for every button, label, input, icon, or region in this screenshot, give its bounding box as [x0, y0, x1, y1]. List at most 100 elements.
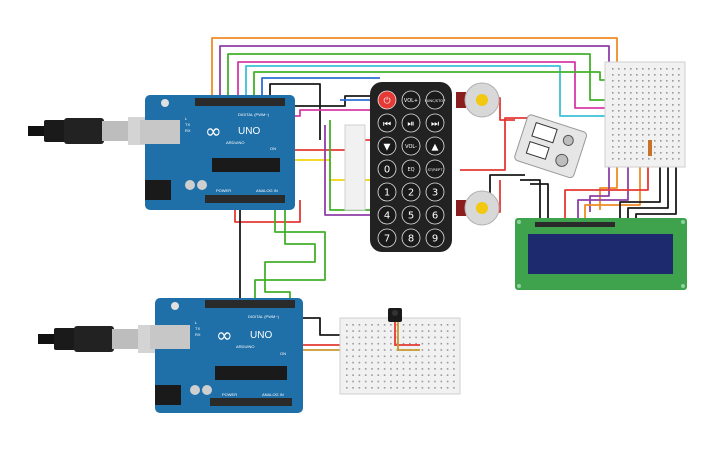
remote-button-face[interactable]	[377, 113, 397, 133]
remote-button-0[interactable]: ⏻	[377, 90, 397, 110]
breadboard-hole	[453, 355, 455, 358]
remote-button-face[interactable]	[401, 113, 421, 133]
remote-button-face[interactable]	[377, 159, 397, 179]
arduino-uno-top: ∞ UNO ARDUINO DIGITAL (PWM~) POWER ANALO…	[140, 95, 295, 210]
breadboard-hole	[624, 116, 626, 118]
remote-button-5[interactable]: ⏭	[425, 113, 445, 133]
remote-button-19[interactable]: 8	[401, 228, 421, 248]
breadboard-hole	[358, 336, 361, 339]
breadboard-hole	[402, 342, 405, 345]
breadboard-hole	[624, 104, 626, 106]
lcd-header	[535, 222, 615, 227]
remote-button-17[interactable]: 6	[425, 205, 445, 225]
remote-button-15[interactable]: 4	[377, 205, 397, 225]
remote-button-face[interactable]	[401, 205, 421, 225]
breadboard-hole	[612, 146, 614, 148]
breadboard-hole	[666, 98, 668, 100]
breadboard-hole	[630, 110, 632, 112]
remote-button-20[interactable]: 9	[425, 228, 445, 248]
remote-button-13[interactable]: 2	[401, 182, 421, 202]
remote-button-face[interactable]	[401, 159, 421, 179]
breadboard-hole	[624, 74, 626, 76]
breadboard-hole	[612, 134, 614, 136]
remote-button-face[interactable]	[377, 90, 397, 110]
breadboard-hole	[383, 330, 386, 332]
breadboard-hole	[346, 387, 348, 389]
remote-button-6[interactable]: ▼	[377, 136, 397, 156]
breadboard-hole	[666, 80, 668, 82]
breadboard-hole	[630, 146, 632, 148]
remote-button-face[interactable]	[401, 182, 421, 202]
breadboard-hole	[672, 158, 674, 160]
breadboard-hole	[612, 104, 614, 106]
remote-button-face[interactable]	[401, 136, 421, 156]
breadboard-hole	[660, 116, 662, 118]
remote-button-face[interactable]	[425, 113, 445, 133]
breadboard-hole	[364, 349, 367, 351]
remote-button-label: 4	[384, 211, 390, 222]
breadboard-hole	[415, 336, 417, 339]
remote-button-8[interactable]: ▲	[425, 136, 445, 156]
breadboard-hole	[654, 92, 656, 94]
remote-button-16[interactable]: 5	[401, 205, 421, 225]
breadboard-hole	[678, 74, 680, 76]
breadboard-hole	[346, 349, 348, 351]
breadboard-hole	[636, 86, 638, 88]
breadboard-hole	[371, 349, 373, 351]
breadboard-hole	[434, 368, 436, 370]
breadboard-hole	[421, 374, 424, 376]
breadboard-hole	[672, 92, 674, 94]
breadboard-hole	[453, 324, 455, 326]
ir-sensor-module	[514, 114, 588, 179]
remote-button-face[interactable]	[401, 228, 421, 248]
remote-button-face[interactable]	[401, 90, 421, 110]
remote-button-face[interactable]	[377, 205, 397, 225]
breadboard-hole	[666, 92, 668, 94]
breadboard-hole	[371, 355, 373, 358]
breadboard-hole	[618, 146, 620, 148]
breadboard-hole	[672, 98, 674, 100]
lcd-screen	[528, 234, 673, 274]
remote-button-9[interactable]: 0	[377, 159, 397, 179]
remote-button-face[interactable]	[377, 136, 397, 156]
breadboard-hole	[660, 140, 662, 142]
breadboard-hole	[402, 368, 405, 370]
breadboard-hole	[624, 86, 626, 88]
breadboard-hole	[364, 336, 367, 339]
breadboard-hole	[409, 336, 411, 339]
wire-black-lcd1	[619, 140, 661, 218]
remote-button-3[interactable]: ⏮	[377, 113, 397, 133]
remote-button-7[interactable]: VOL-	[401, 136, 421, 156]
wire-black-mid	[280, 95, 372, 107]
remote-button-11[interactable]: ST/REPT	[425, 159, 445, 179]
on-label-top: ON	[270, 146, 276, 151]
breadboard-hole	[346, 355, 348, 358]
breadboard-hole	[377, 374, 380, 376]
remote-button-face[interactable]	[425, 205, 445, 225]
breadboard-hole	[371, 324, 373, 326]
power-label-bottom: POWER	[222, 392, 237, 397]
remote-button-2[interactable]: FUNC/STOP	[425, 90, 446, 110]
breadboard-hole	[358, 368, 361, 370]
remote-button-face[interactable]	[425, 90, 445, 110]
remote-button-18[interactable]: 7	[377, 228, 397, 248]
remote-button-face[interactable]	[425, 159, 445, 179]
breadboard-hole	[383, 387, 386, 389]
breadboard-hole	[678, 128, 680, 130]
breadboard-hole	[636, 146, 638, 148]
remote-button-14[interactable]: 3	[425, 182, 445, 202]
breadboard-hole	[654, 128, 656, 130]
remote-button-face[interactable]	[377, 182, 397, 202]
remote-button-1[interactable]: VOL+	[401, 90, 421, 110]
remote-button-10[interactable]: EQ	[401, 159, 421, 179]
wire-green2-top	[253, 71, 612, 96]
breadboard-hole	[364, 387, 367, 389]
remote-button-face[interactable]	[377, 228, 397, 248]
remote-button-12[interactable]: 1	[377, 182, 397, 202]
remote-button-face[interactable]	[425, 228, 445, 248]
breadboard-hole	[346, 330, 348, 332]
remote-button-face[interactable]	[425, 136, 445, 156]
remote-button-4[interactable]: ⏯	[401, 113, 421, 133]
remote-button-face[interactable]	[425, 182, 445, 202]
